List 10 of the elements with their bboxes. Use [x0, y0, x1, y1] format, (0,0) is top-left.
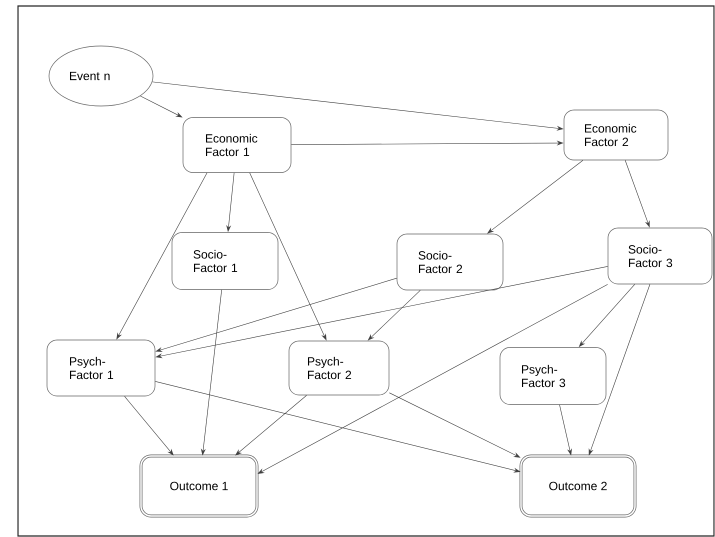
- factor-box: Socio- Factor 1: [172, 232, 278, 290]
- factor-box: Economic Factor 2: [564, 110, 668, 160]
- factor-box: Socio- Factor 3: [608, 228, 712, 284]
- factor-box: Socio- Factor 2: [396, 234, 504, 290]
- factor-box: Psych- Factor 2: [288, 340, 390, 396]
- factor-box: Economic Factor 1: [182, 117, 292, 173]
- factor-box: Psych- Factor 1: [46, 340, 156, 396]
- outcome-box: Outcome 2: [520, 454, 636, 518]
- factor-box: Psych- Factor 3: [500, 347, 606, 405]
- outcome-box: Outcome 1: [140, 454, 258, 518]
